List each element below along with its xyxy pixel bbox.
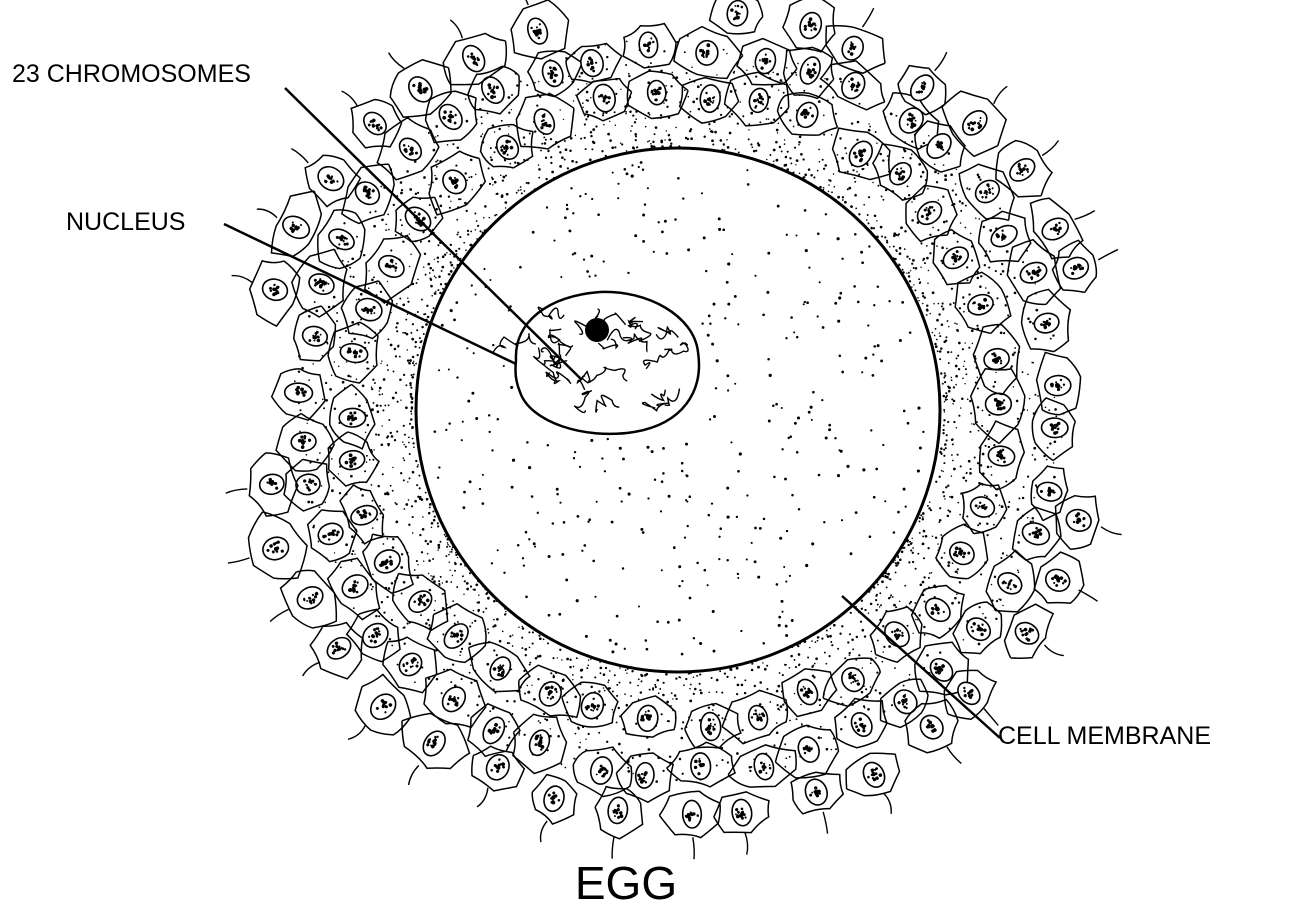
nucleus-outline <box>515 292 698 434</box>
nucleus-label: NUCLEUS <box>66 208 185 237</box>
nucleolus <box>585 318 609 342</box>
cell-membrane-label: CELL MEMBRANE <box>998 722 1211 751</box>
chromosomes-label: 23 CHROMOSOMES <box>12 60 251 89</box>
diagram-title: EGG <box>0 856 1272 910</box>
